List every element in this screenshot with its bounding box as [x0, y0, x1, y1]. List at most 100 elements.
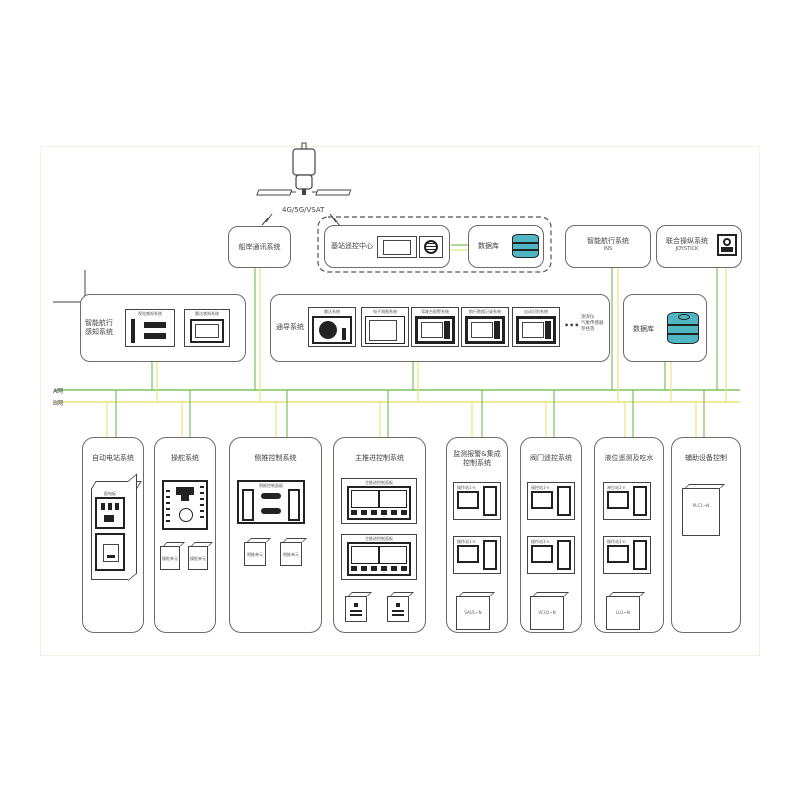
station-label: 操作站1-n [531, 539, 550, 544]
joystick-sublabel: JOYSTICK [675, 246, 699, 253]
steering-unit-label: 操舵单元 [162, 555, 178, 561]
valve-label: 阀门遥控系统 [530, 454, 572, 462]
sau-label: SAU1~N [464, 609, 482, 615]
thruster-control-system[interactable]: 侧推控制系统 侧推控制面板 侧推单元 侧推单元 [229, 437, 322, 633]
perception-system[interactable]: 智能航行 感知系统 视觉感知系统 雷达感知系统 [80, 294, 246, 362]
sau-cabinet: SAU1~N [456, 596, 490, 630]
station-label: 液位站1-n [607, 485, 626, 490]
switchboard-header: 配电板 [104, 491, 116, 496]
steering-unit-2: 操舵单元 [188, 546, 208, 570]
control-center-label: 基站遥控中心 [331, 242, 373, 250]
vdr-device[interactable]: 航行数据记录系统 [461, 307, 509, 347]
ais-device[interactable]: 自动识别系统 [512, 307, 560, 347]
bridge-alarm-device[interactable]: 驾驶台报警系统 [411, 307, 459, 347]
steering-unit-label: 操舵单元 [190, 555, 206, 561]
monitoring-alarm-system[interactable]: 监测报警&集成 控制系统 操作站1-n 操作站1-n SAU1~N [446, 437, 508, 633]
propulsion-panel-1: 主推进控制面板 [341, 478, 417, 524]
more-text-line: 罗经等 [581, 327, 595, 332]
visual-perception-label: 视觉感知系统 [138, 311, 162, 316]
auxiliary-label: 辅助设备控制 [685, 454, 727, 462]
monitoring-label-1: 监测报警&集成 [453, 450, 501, 458]
ship-comm-system[interactable]: 船岸通讯系统 [228, 226, 291, 268]
level-gauge-system[interactable]: 液位遥测及吃水 液位站1-n 操作站1-n LU1~N [594, 437, 664, 633]
auto-power-label: 自动电站系统 [92, 454, 134, 462]
valve-station-1: 阀控站1-n [527, 482, 575, 520]
operator-station-2: 操作站1-n [453, 536, 501, 574]
more-devices-ellipsis: ••• [564, 321, 580, 330]
keypad-icon [419, 236, 443, 258]
thruster-unit-1: 侧推单元 [244, 542, 266, 566]
propulsion-label: 主推进控制系统 [355, 454, 404, 462]
propulsion-panel-2: 主推进控制面板 [341, 534, 417, 580]
thruster-label: 侧推控制系统 [254, 454, 297, 462]
bridge-alarm-label: 驾驶台报警系统 [421, 309, 449, 314]
valve-remote-system[interactable]: 阀门遥控系统 阀控站1-n 操作站1-n VCU1~N [520, 437, 582, 633]
thruster-unit-2: 侧推单元 [280, 542, 302, 566]
plc-label: PLC1~N [692, 502, 710, 508]
propulsion-unit-1 [345, 596, 367, 622]
database-icon [667, 312, 699, 344]
level-label: 液位遥测及吃水 [604, 454, 654, 462]
auto-power-station[interactable]: 自动电站系统 配电板 [82, 437, 144, 633]
ins-label: 智能航行系统 [587, 237, 629, 245]
camera-icon [144, 322, 166, 328]
steering-system[interactable]: 操舵系统 操舵单元 操舵单元 [154, 437, 216, 633]
perception-label-2: 感知系统 [85, 327, 113, 336]
satellite-link-label: 4G/5G/VSAT [282, 206, 325, 214]
main-propulsion-system[interactable]: 主推进控制系统 主推进控制面板 主推进控制面板 [333, 437, 426, 633]
vcu-cabinet: VCU1~N [530, 596, 564, 630]
navigation-system[interactable]: 通导系统 雷达系统 电子海图系统 驾驶台报警系统 航行数据记录系统 自动识别系统 [270, 294, 610, 362]
auxiliary-control-system[interactable]: 辅助设备控制 PLC1~N [671, 437, 741, 633]
monitoring-label-2: 控制系统 [463, 459, 491, 468]
navigation-label: 通导系统 [276, 323, 304, 331]
vdr-label: 航行数据记录系统 [469, 309, 501, 314]
station-label: 操作站1-n [457, 485, 476, 490]
plc-cabinet: PLC1~N [682, 488, 720, 536]
control-center[interactable]: 基站遥控中心 [324, 225, 450, 268]
radar-device-label: 雷达系统 [324, 309, 340, 314]
screen-icon [190, 319, 224, 343]
propulsion-panel-title: 主推进控制面板 [365, 480, 393, 485]
thruster-panel-title: 侧推控制面板 [259, 483, 283, 488]
shore-database[interactable]: 数据库 [468, 225, 544, 268]
visual-perception-device[interactable]: 视觉感知系统 [125, 309, 175, 347]
radar-perception-label: 雷达感知系统 [195, 311, 219, 316]
station-label: 操作站1-n [607, 539, 626, 544]
alarm-screen-icon [415, 316, 455, 344]
ais-screen-icon [516, 316, 556, 344]
ins-system[interactable]: 智能航行系统 INS [565, 225, 651, 268]
station-label: 操作站1-n [457, 539, 476, 544]
lu-label: LU1~N [616, 609, 630, 615]
more-text-line: 气象传感器 [581, 321, 604, 326]
database-icon [512, 234, 539, 258]
bus-b-label: B网 [53, 400, 64, 407]
propulsion-unit-2 [387, 596, 409, 622]
thruster-unit-label: 侧推单元 [247, 551, 263, 557]
lu-cabinet: LU1~N [606, 596, 640, 630]
shore-database-label: 数据库 [478, 242, 499, 250]
station-label: 阀控站1-n [531, 485, 550, 490]
radar-device[interactable]: 雷达系统 [308, 307, 356, 347]
joystick-icon [717, 234, 737, 256]
ecdis-device-label: 电子海图系统 [373, 309, 397, 314]
radar-perception-device[interactable]: 雷达感知系统 [184, 309, 230, 347]
ship-database[interactable]: 数据库 [623, 294, 707, 362]
propulsion-panel-title: 主推进控制面板 [365, 536, 393, 541]
ecdis-device[interactable]: 电子海图系统 [361, 307, 409, 347]
radar-screen-icon [312, 316, 352, 344]
vdr-screen-icon [465, 316, 505, 344]
monitor-icon [377, 236, 417, 258]
perception-label-1: 智能航行 [85, 319, 113, 327]
camera-icon [144, 333, 166, 339]
vcu-label: VCU1~N [538, 609, 556, 615]
level-station-2: 操作站1-n [603, 536, 651, 574]
thruster-panel-icon: 侧推控制面板 [237, 480, 305, 524]
ins-sublabel: INS [603, 246, 613, 253]
valve-station-2: 操作站1-n [527, 536, 575, 574]
more-text-line: 测深仪 [581, 315, 595, 320]
operator-station-1: 操作站1-n [453, 482, 501, 520]
steering-label: 操舵系统 [171, 454, 199, 462]
steering-unit-1: 操舵单元 [160, 546, 180, 570]
ais-label: 自动识别系统 [524, 309, 548, 314]
joystick-system[interactable]: 联合操纵系统 JOYSTICK [656, 225, 742, 268]
